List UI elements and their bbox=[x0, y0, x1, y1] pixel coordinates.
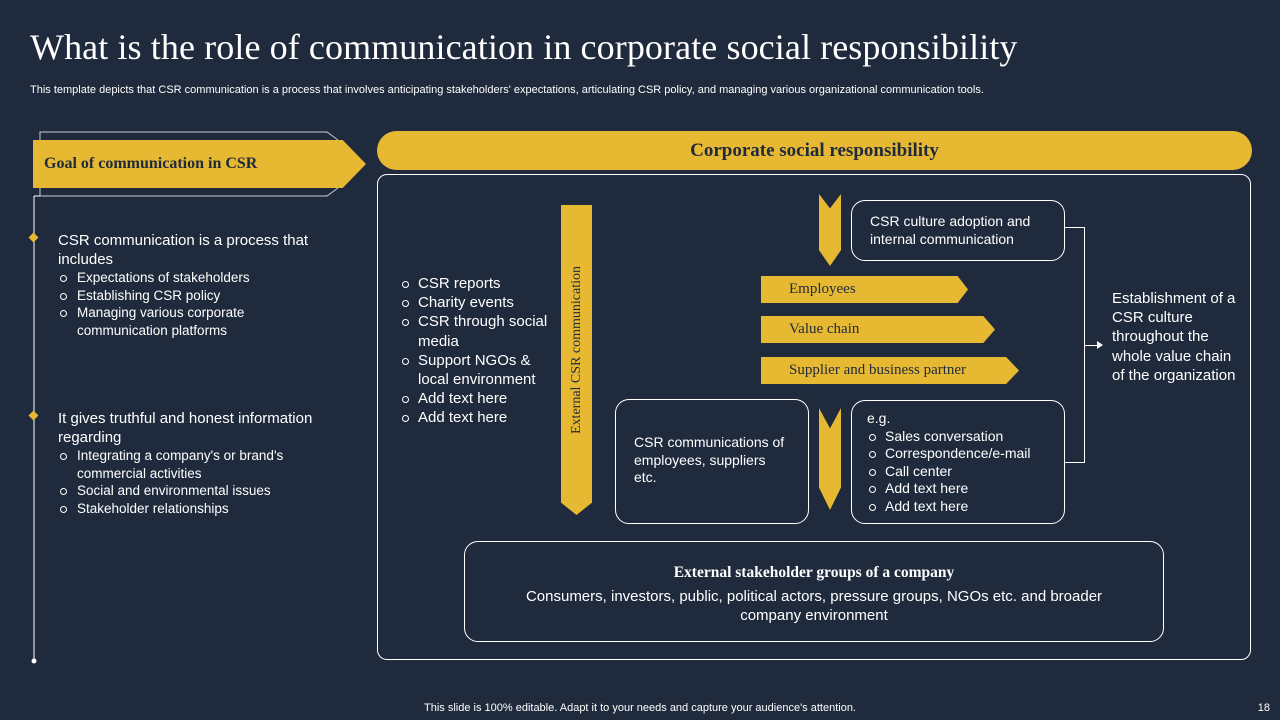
list-item: Correspondence/e-mail bbox=[867, 445, 1049, 463]
list-item: Integrating a company's or brand's comme… bbox=[58, 447, 318, 482]
main-diagram-box bbox=[377, 174, 1251, 660]
list-item: Stakeholder relationships bbox=[58, 500, 318, 518]
list-item: CSR through social media bbox=[400, 312, 560, 350]
external-stakeholder-body: Consumers, investors, public, political … bbox=[525, 588, 1103, 624]
goal-banner bbox=[33, 140, 366, 188]
list-item: Add text here bbox=[867, 480, 1049, 498]
bracket-arrow-line bbox=[1085, 345, 1099, 346]
culture-adoption-box: CSR culture adoption and internal commun… bbox=[851, 200, 1065, 261]
employees-communication-box: CSR communications of employees, supplie… bbox=[615, 399, 809, 524]
page-title: What is the role of communication in cor… bbox=[30, 27, 1018, 67]
list-item: Add text here bbox=[400, 389, 560, 408]
goal-banner-label: Goal of communication in CSR bbox=[44, 155, 258, 172]
examples-box: e.g. Sales conversation Correspondence/e… bbox=[851, 400, 1065, 524]
examples-list: Sales conversation Correspondence/e-mail… bbox=[867, 428, 1049, 516]
list-item: Social and environmental issues bbox=[58, 482, 318, 500]
list-item: Add text here bbox=[400, 408, 560, 427]
external-stakeholder-box: External stakeholder groups of a company… bbox=[464, 541, 1164, 642]
external-activities-list: CSR reports Charity events CSR through s… bbox=[400, 274, 560, 428]
bullet-block-head: It gives truthful and honest information… bbox=[58, 410, 313, 446]
arrow-right-icon bbox=[1097, 341, 1103, 349]
tag-supplier-partner: Supplier and business partner bbox=[761, 357, 1019, 384]
list-item: Establishing CSR policy bbox=[58, 287, 318, 305]
employees-communication-text: CSR communications of employees, supplie… bbox=[634, 434, 785, 485]
list-item: Support NGOs & local environment bbox=[400, 351, 560, 389]
external-communication-label: External CSR communication bbox=[569, 266, 584, 434]
list-item: Expectations of stakeholders bbox=[58, 269, 318, 287]
culture-adoption-text: CSR culture adoption and internal commun… bbox=[870, 213, 1031, 247]
tag-employees: Employees bbox=[761, 276, 968, 303]
page-subtitle: This template depicts that CSR communica… bbox=[30, 84, 984, 96]
list-item: Charity events bbox=[400, 293, 560, 312]
csr-header: Corporate social responsibility bbox=[377, 131, 1252, 170]
establishment-text: Establishment of a CSR culture throughou… bbox=[1112, 290, 1236, 384]
left-panel-connector bbox=[31, 131, 339, 664]
bullet-block-truthful: It gives truthful and honest information… bbox=[58, 409, 318, 517]
list-item: Sales conversation bbox=[867, 428, 1049, 446]
bullet-block-list: Expectations of stakeholders Establishin… bbox=[58, 269, 318, 339]
examples-head: e.g. bbox=[867, 410, 891, 426]
page-number: 18 bbox=[1257, 702, 1270, 714]
external-communication-arrow bbox=[561, 205, 592, 515]
down-arrow-icon bbox=[819, 408, 841, 510]
bullet-block-process: CSR communication is a process that incl… bbox=[58, 231, 318, 339]
external-stakeholder-title: External stakeholder groups of a company bbox=[673, 564, 955, 581]
list-item: Add text here bbox=[867, 498, 1049, 516]
list-item: CSR reports bbox=[400, 274, 560, 293]
bullet-block-head: CSR communication is a process that incl… bbox=[58, 232, 309, 268]
list-item: Managing various corporate communication… bbox=[58, 304, 318, 339]
down-arrow-icon bbox=[819, 194, 841, 266]
tag-value-chain: Value chain bbox=[761, 316, 995, 343]
footer-note: This slide is 100% editable. Adapt it to… bbox=[424, 702, 856, 714]
bullet-block-list: Integrating a company's or brand's comme… bbox=[58, 447, 318, 517]
bracket-connector bbox=[1065, 227, 1085, 463]
list-item: Call center bbox=[867, 463, 1049, 481]
